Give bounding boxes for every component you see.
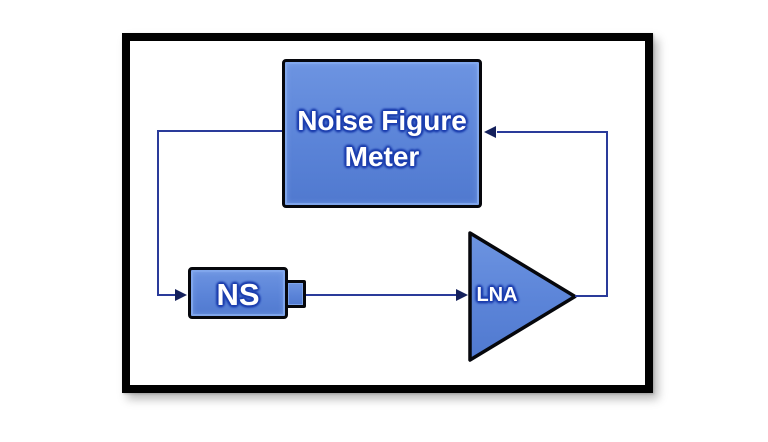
noise-source-label: NS (216, 276, 260, 312)
noise-figure-meter-label: Noise Figure Meter (297, 104, 467, 172)
noise-figure-meter-block: Noise Figure Meter (282, 59, 482, 208)
noise-source-connector-nub (285, 280, 306, 308)
noise-source-block: NS (188, 267, 288, 319)
lna-label: LNA (476, 284, 518, 306)
